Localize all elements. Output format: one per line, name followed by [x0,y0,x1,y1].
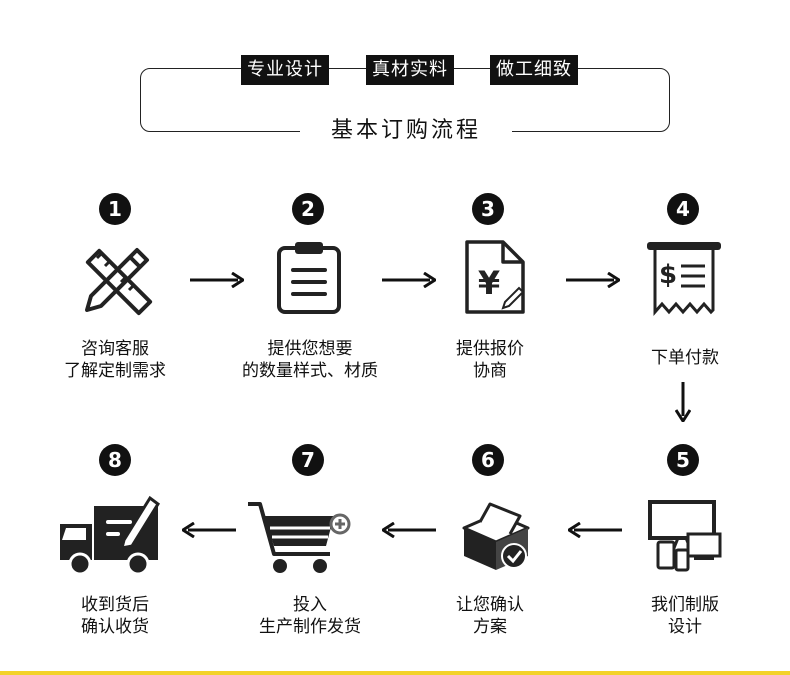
arrow-right-icon [566,272,620,288]
arrow-left-icon [382,522,436,538]
svg-text:¥: ¥ [478,264,500,302]
step-4-line1: 下单付款 [651,348,719,368]
step-6-number: 6 [472,444,504,476]
step-8-number: 8 [99,444,131,476]
step-7-line2: 生产制作发货 [259,617,361,637]
step-8-line2: 确认收货 [81,617,149,637]
ruler-pencil-icon [85,248,153,316]
step-3-caption: 提供报价 协商 [425,338,555,382]
yen-document-icon: ¥ [465,240,525,314]
step-2-line2: 的数量样式、材质 [242,361,378,381]
step-6-line2: 方案 [473,617,507,637]
flow-title: 基本订购流程 [300,116,512,146]
step-8-caption: 收到货后 确认收货 [40,594,190,638]
devices-icon [648,500,722,572]
step-1-line1: 咨询客服 [81,339,149,359]
bottom-accent-bar [0,671,790,675]
step-3-number: 3 [472,193,504,225]
tag-fine-workmanship: 做工细致 [490,55,578,85]
step-7-line1: 投入 [293,595,327,615]
tag-quality-material: 真材实料 [366,55,454,85]
arrow-right-icon [382,272,436,288]
box-check-icon [462,502,530,570]
step-1-number: 1 [99,193,131,225]
step-5-caption: 我们制版 设计 [620,594,750,638]
step-6-caption: 让您确认 方案 [425,594,555,638]
step-1-caption: 咨询客服 了解定制需求 [40,338,190,382]
step-8-line1: 收到货后 [81,595,149,615]
clipboard-icon [277,242,341,314]
step-5-line2: 设计 [668,617,702,637]
step-3-line2: 协商 [473,361,507,381]
step-2-line1: 提供您想要 [267,339,353,359]
arrow-down-icon [675,382,691,422]
shopping-cart-icon [248,502,351,573]
receipt-dollar-icon: $ [647,242,721,316]
step-1-line2: 了解定制需求 [64,361,166,381]
arrow-left-icon [182,522,236,538]
arrow-right-icon [190,272,244,288]
step-4-number: 4 [667,193,699,225]
step-7-caption: 投入 生产制作发货 [225,594,395,638]
delivery-truck-icon [60,495,160,576]
tag-professional-design: 专业设计 [241,55,329,85]
step-7-number: 7 [292,444,324,476]
svg-text:$: $ [659,260,677,290]
step-6-line1: 让您确认 [456,595,524,615]
step-3-line1: 提供报价 [456,339,524,359]
step-2-caption: 提供您想要 的数量样式、材质 [225,338,395,382]
arrow-left-icon [568,522,622,538]
step-5-line1: 我们制版 [651,595,719,615]
step-5-number: 5 [667,444,699,476]
step-4-caption: 下单付款 [620,347,750,369]
step-2-number: 2 [292,193,324,225]
